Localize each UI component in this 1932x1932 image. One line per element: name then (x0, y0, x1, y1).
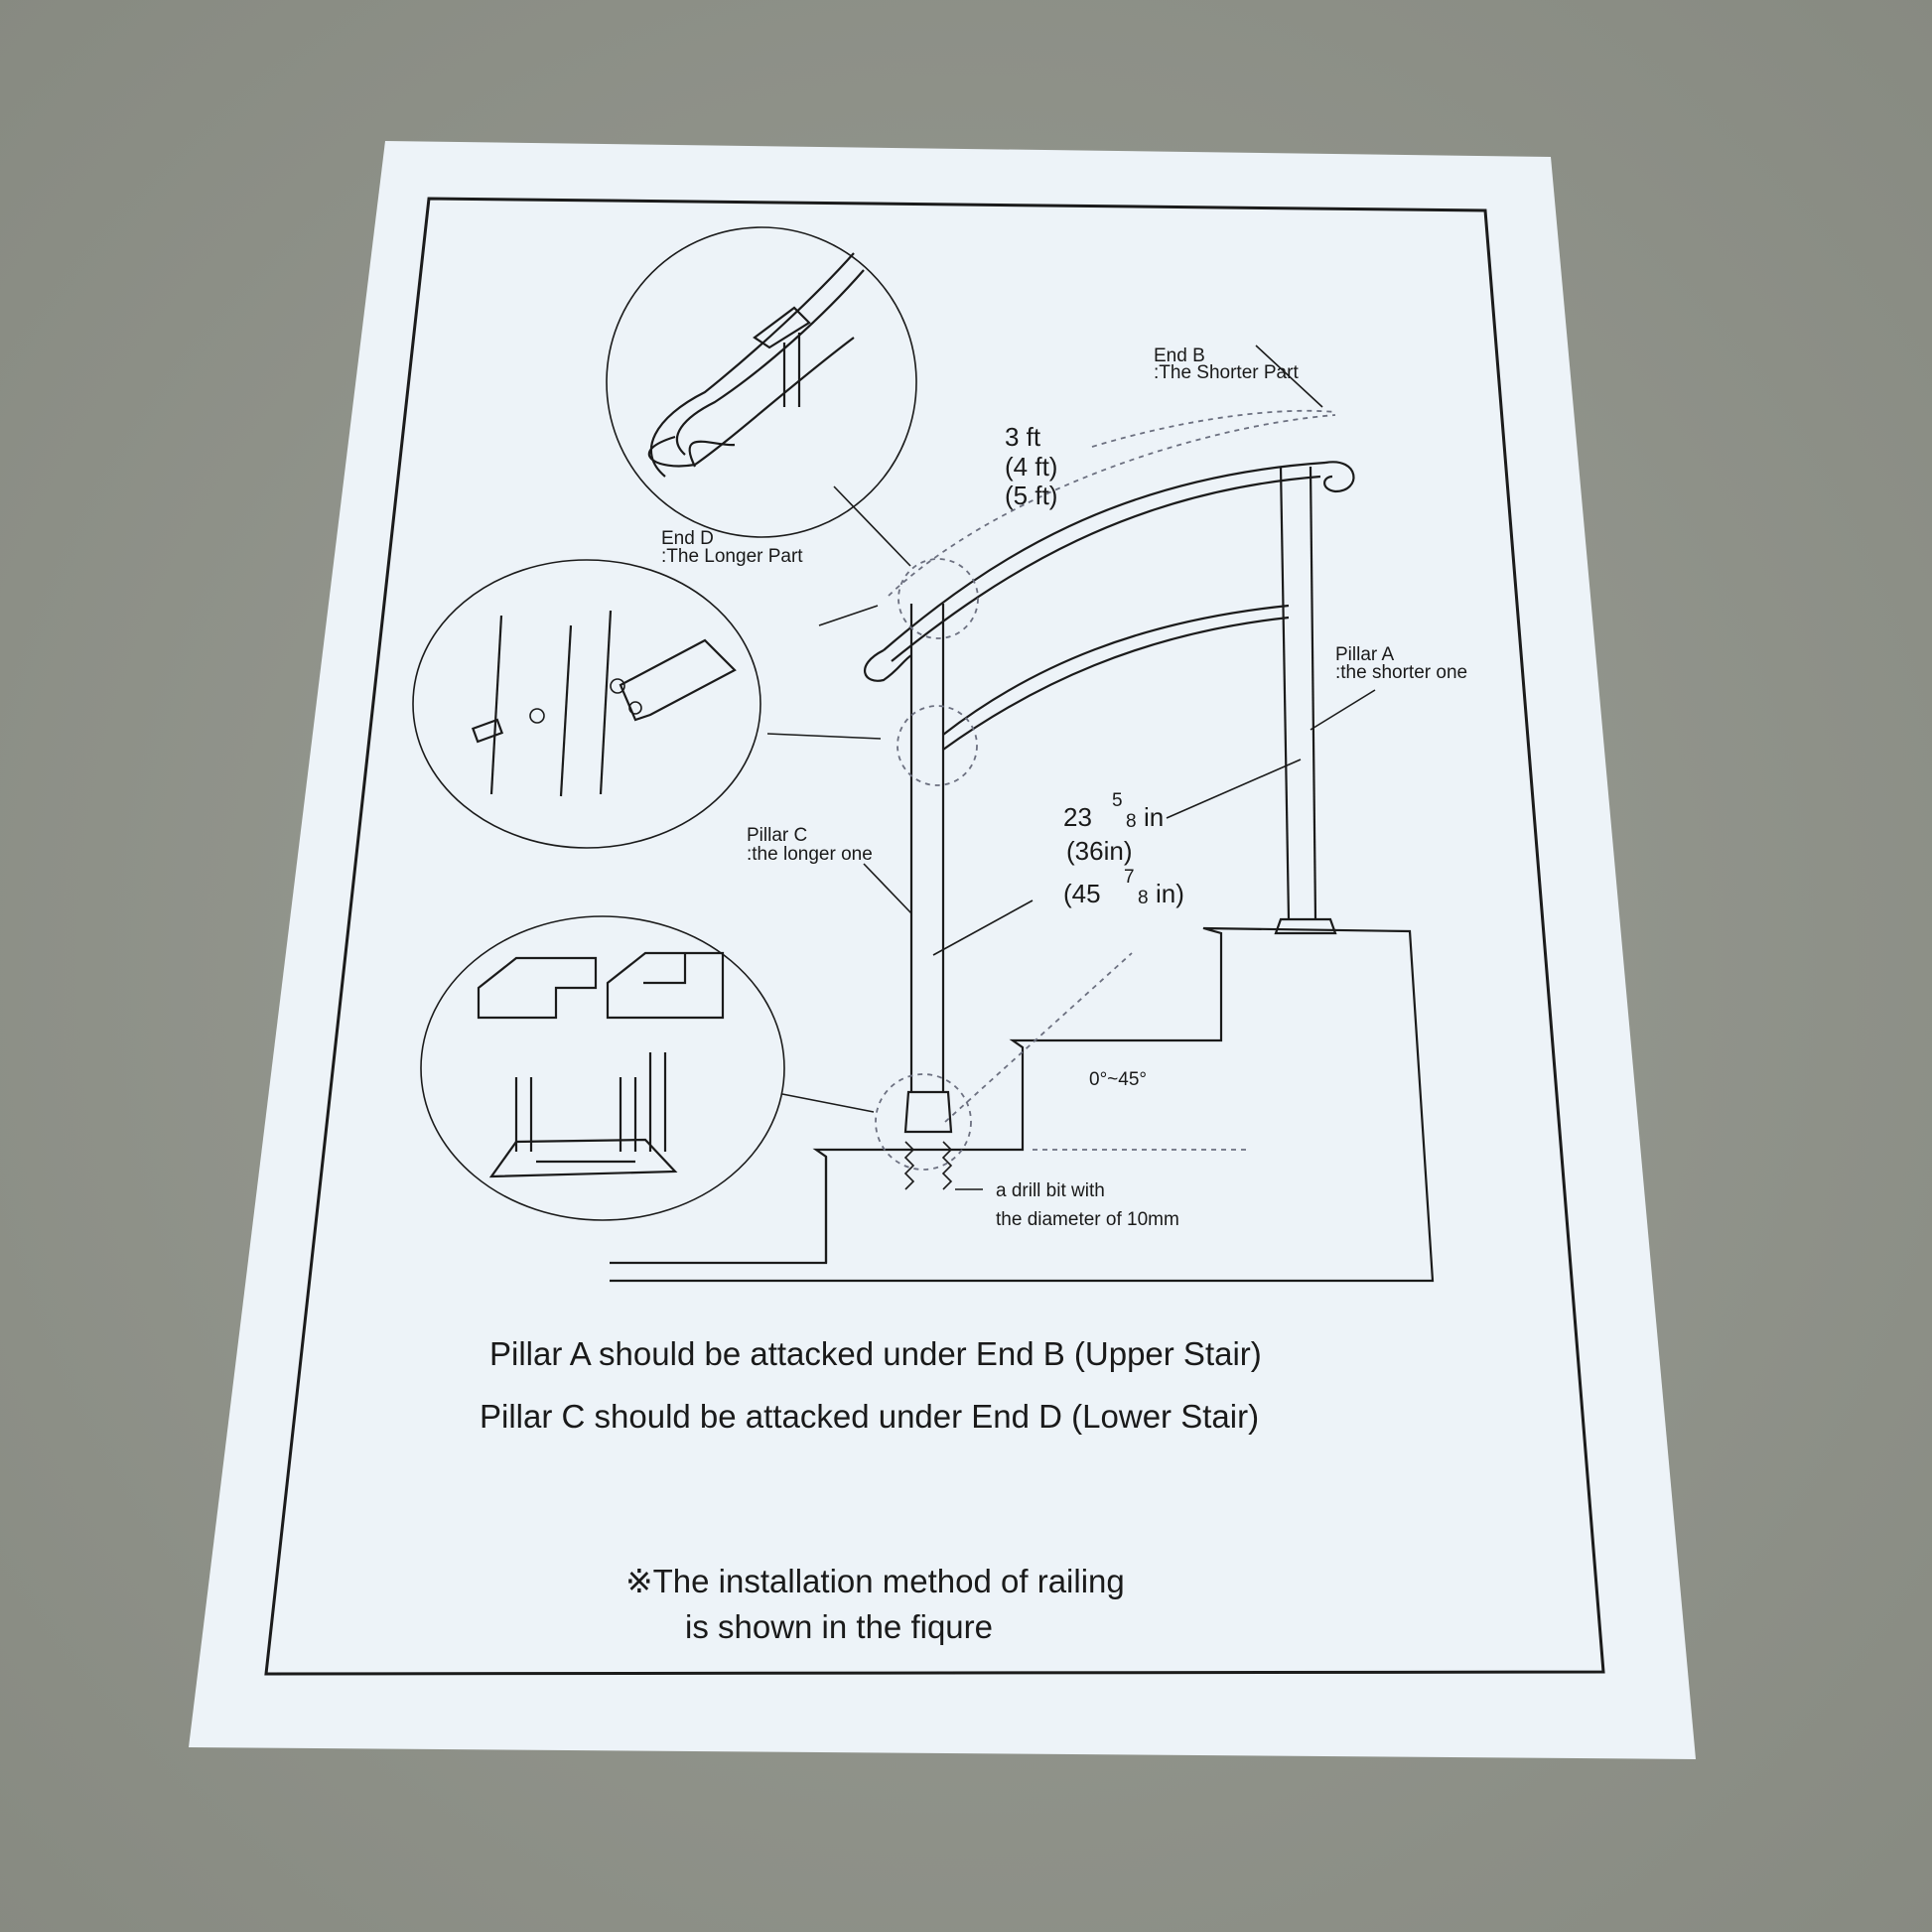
svg-text:5: 5 (1112, 790, 1123, 811)
label-pillar-c-sub: :the longer one (747, 844, 873, 865)
label-height-2: (36in) (1066, 836, 1132, 866)
label-angle: 0°~45° (1089, 1069, 1147, 1090)
detail-circle-base-hardware (420, 915, 785, 1221)
svg-text:in): in) (1156, 879, 1184, 908)
instruction-line-1: Pillar A should be attacked under End B … (489, 1335, 1262, 1372)
label-height-1: 23 5 8 in (1063, 790, 1164, 832)
svg-text:7: 7 (1124, 867, 1135, 888)
instruction-line-2: Pillar C should be attacked under End D … (480, 1398, 1259, 1435)
label-height-3: (45 7 8 in) (1063, 867, 1184, 908)
svg-text:8: 8 (1126, 811, 1137, 832)
label-length-1: 3 ft (1005, 422, 1041, 452)
paper-border (264, 197, 1605, 1676)
detail-circle-middle-bracket (412, 559, 761, 849)
detail-circle-top-handle (606, 226, 917, 538)
label-pillar-a-sub: :the shorter one (1335, 662, 1467, 683)
label-end-d: End D (661, 528, 714, 549)
label-pillar-c: Pillar C (747, 825, 807, 846)
svg-text:23: 23 (1063, 802, 1092, 832)
railing-drawing (610, 345, 1435, 1283)
svg-text:(45: (45 (1063, 879, 1101, 908)
svg-text:in: in (1144, 802, 1164, 832)
label-pillar-a: Pillar A (1335, 644, 1394, 665)
label-drill-1: a drill bit with (996, 1180, 1105, 1201)
label-drill-2: the diameter of 10mm (996, 1209, 1179, 1230)
label-length-2: (4 ft) (1005, 452, 1057, 482)
label-length-3: (5 ft) (1005, 481, 1057, 510)
svg-text:8: 8 (1138, 888, 1149, 908)
label-end-d-sub: :The Longer Part (661, 546, 803, 567)
note-line-2: is shown in the fiqure (685, 1608, 993, 1645)
label-end-b-sub: :The Shorter Part (1154, 362, 1299, 383)
note-line-1: ※The installation method of railing (625, 1563, 1125, 1599)
label-end-b: End B (1154, 345, 1205, 366)
